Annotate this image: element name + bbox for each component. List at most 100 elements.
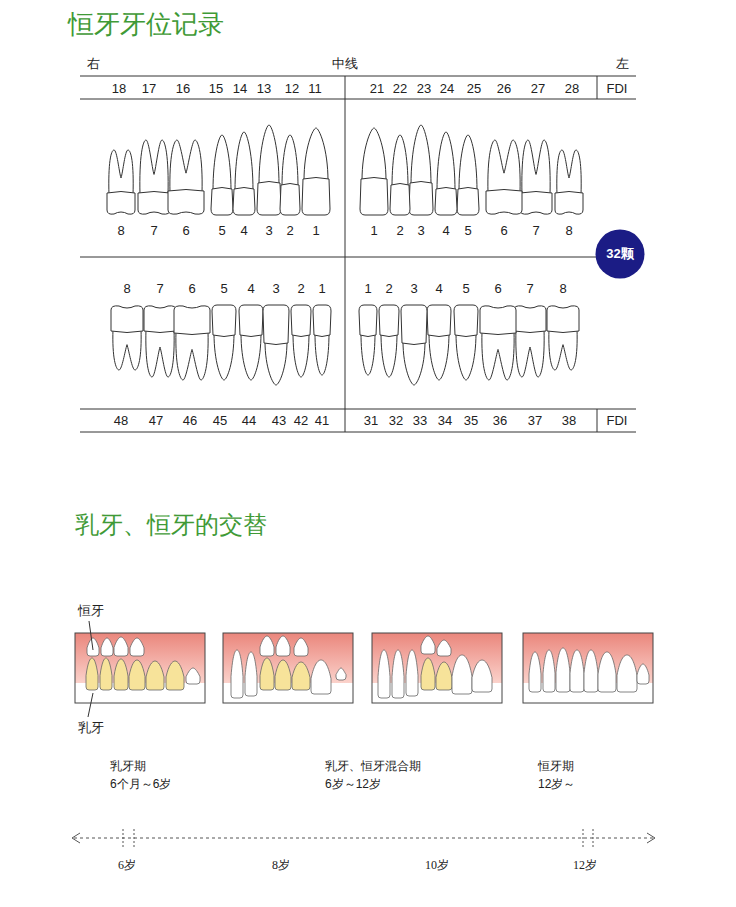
tooth-root [140,140,168,195]
permanent-tooth [378,650,390,698]
tooth-drawing [211,135,233,215]
tooth-drawing [359,305,377,375]
tooth-drawing [457,135,479,215]
fdi-number: 13 [257,82,271,97]
tooth-number: 2 [297,282,304,297]
rule-line [80,99,636,100]
tooth-root [557,150,581,195]
tooth-drawing [390,135,410,215]
badge-circle-shape [596,230,645,279]
leader-line [88,693,93,717]
permanent-tooth [336,668,346,680]
tooth-drawing [291,305,311,377]
stage-age: 12岁～ [538,778,575,792]
primary-tooth [436,662,452,690]
permanent-tooth [598,652,616,692]
permanent-tooth [472,660,492,692]
permanent-tooth [114,637,128,656]
timeline-tick [593,829,594,847]
tooth-crown [291,305,311,337]
tooth-drawing [555,150,583,214]
leader-lines [88,621,93,717]
tooth-drawing [263,305,289,385]
fdi-number: 42 [294,414,308,429]
fdi-number: 45 [213,414,227,429]
fdi-number: 33 [413,414,427,429]
tooth-crown [555,192,583,215]
permanent-tooth [130,638,144,656]
tooth-crown [457,188,479,216]
fdi-number: 21 [370,82,384,97]
tooth-root [411,125,431,185]
permanent-tooth [406,650,418,696]
tooth-root [176,331,208,380]
tooth-root [437,132,455,191]
permanent-tooth [637,664,649,684]
tooth-number: 4 [240,224,247,239]
tooth-crown [144,306,176,333]
tooth-drawing [427,305,451,380]
rule-line [80,432,636,433]
chart-grid [80,76,636,432]
tooth-number: 8 [123,282,130,297]
permanent-tooth [101,638,113,656]
jaw-divider [80,257,596,258]
tooth-crown [454,305,478,337]
tooth-crown [233,188,255,216]
tooth-crown [212,305,236,337]
tooth-number: 1 [318,282,325,297]
timeline-tick [134,829,135,847]
permanent-tooth [617,655,637,692]
tooth-root [549,329,577,370]
tooth-number: 7 [526,282,533,297]
tooth-number: 6 [188,282,195,297]
system-label: FDI [607,414,628,429]
tooth-number: 8 [117,224,124,239]
permanent-tooth [437,640,451,656]
tooth-number: 1 [370,224,377,239]
tooth-crown [168,190,204,215]
fdi-number: 14 [233,82,247,97]
fdi-number: 28 [565,82,579,97]
tooth-number: 3 [417,224,424,239]
fdi-number: 48 [114,414,128,429]
tooth-drawing [111,306,143,370]
permanent-tooth [392,650,404,698]
tooth-root [362,128,386,181]
tooth-number: 8 [565,224,572,239]
fdi-number: 32 [389,414,403,429]
tooth-drawing [212,305,236,380]
fdi-number: 41 [315,414,329,429]
permanent-tooth [584,650,598,692]
midline-label: 中线 [332,57,358,72]
permanent-tooth [231,650,243,698]
tooth-crown [480,306,516,335]
fdi-number: 35 [464,414,478,429]
tooth-root [282,135,298,187]
fdi-number: 16 [176,82,190,97]
fdi-number: 23 [417,82,431,97]
permanent-tooth [186,668,200,684]
tooth-drawing [257,125,281,215]
primary-tooth [86,658,98,690]
tooth-drawing [233,132,255,215]
tooth-crown [520,192,552,215]
midline [345,76,346,432]
tooth-drawing [409,125,433,215]
fdi-number: 44 [242,414,256,429]
stage-name: 乳牙、恒牙混合期 [325,760,421,774]
tooth-crown [138,192,170,215]
tooth-crown [360,178,388,216]
tooth-number: 4 [435,282,442,297]
tooth-drawing [107,150,135,214]
fdi-number: 37 [528,414,542,429]
primary-tooth [166,661,184,690]
tooth-root [146,329,174,377]
tooth-number: 5 [462,282,469,297]
tooth-number: 7 [532,224,539,239]
tooth-number: 5 [220,282,227,297]
fdi-number: 27 [531,82,545,97]
fdi-number: 43 [272,414,286,429]
tooth-crown [390,184,410,216]
